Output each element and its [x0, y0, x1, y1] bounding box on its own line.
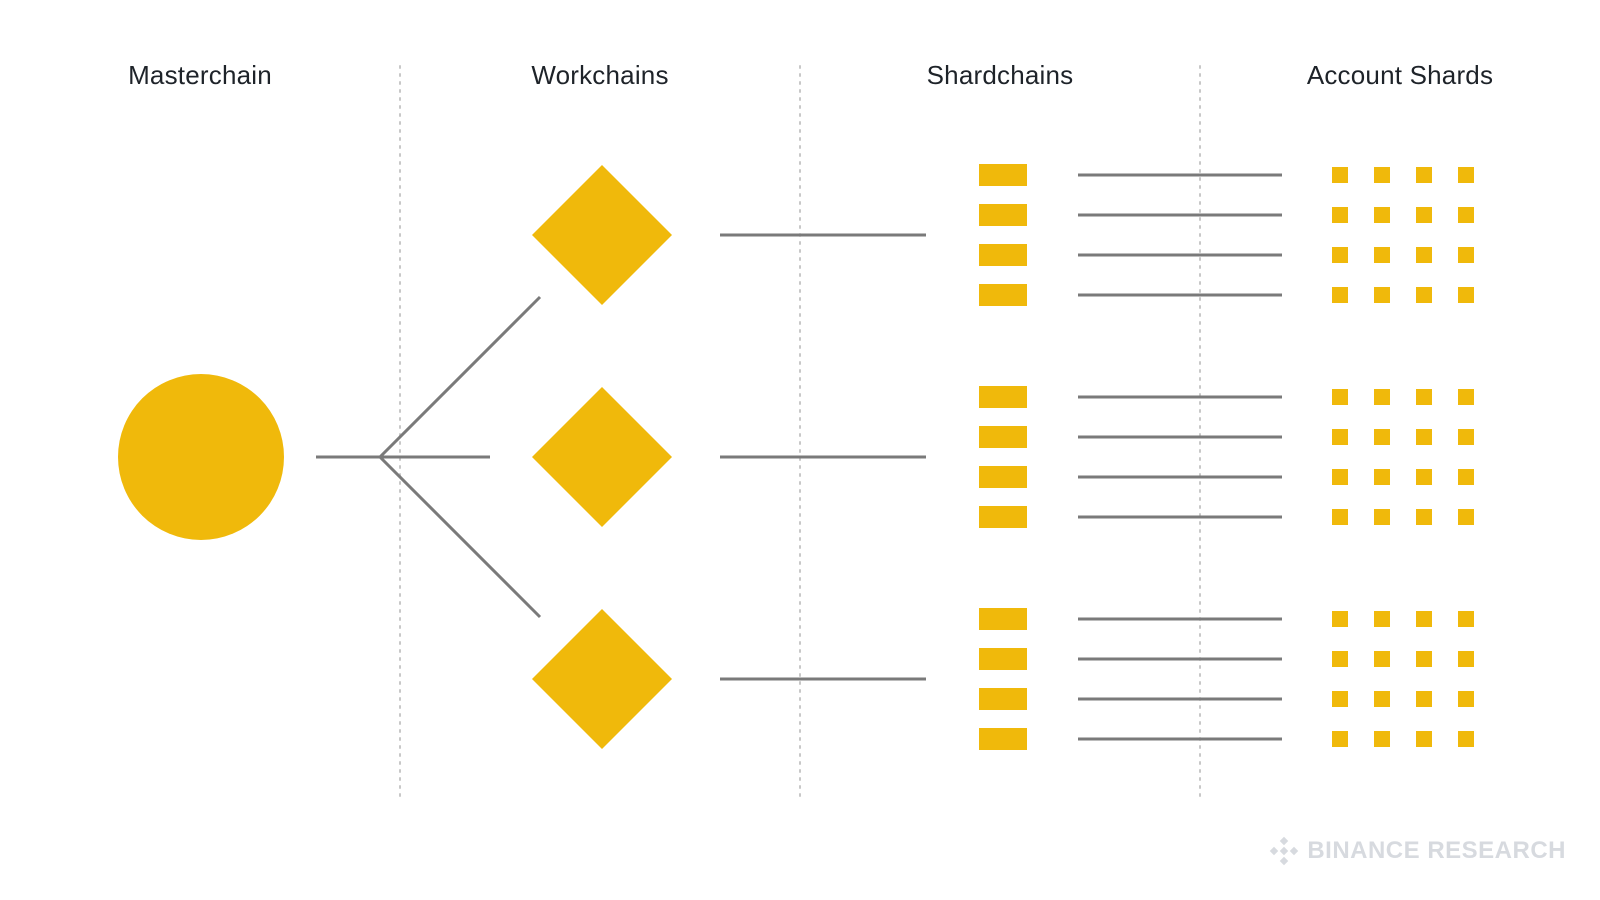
account-shard-node-2-1-4	[1458, 389, 1474, 405]
shardchain-node-1-2	[979, 204, 1027, 226]
account-shard-node-3-2-3	[1416, 651, 1432, 667]
connector-lines	[316, 173, 1282, 741]
account-shard-node-2-1-2	[1374, 389, 1390, 405]
account-shard-node-2-4-3	[1416, 509, 1432, 525]
account-shard-node-3-4-3	[1416, 731, 1432, 747]
account-shard-node-3-1-2	[1374, 611, 1390, 627]
shardchain-node-1-1	[979, 164, 1027, 186]
account-shard-node-2-1-1	[1332, 389, 1348, 405]
account-shard-node-1-1-3	[1416, 167, 1432, 183]
account-shard-node-3-2-2	[1374, 651, 1390, 667]
brand-watermark-text: BINANCE RESEARCH	[1307, 837, 1566, 864]
account-shard-node-1-1-4	[1458, 167, 1474, 183]
account-shard-node-1-4-4	[1458, 287, 1474, 303]
shardchain-node-1-3	[979, 244, 1027, 266]
account-shard-node-1-4-2	[1374, 287, 1390, 303]
account-shard-node-3-1-4	[1458, 611, 1474, 627]
workchain-node-1	[532, 165, 672, 305]
account-shard-node-1-4-1	[1332, 287, 1348, 303]
account-shard-node-2-2-3	[1416, 429, 1432, 445]
account-shard-node-1-2-3	[1416, 207, 1432, 223]
column-dividers	[399, 65, 1201, 797]
account-shard-node-2-4-4	[1458, 509, 1474, 525]
account-shard-node-3-4-1	[1332, 731, 1348, 747]
shardchain-node-2-3	[979, 466, 1027, 488]
workchain-node-2	[532, 387, 672, 527]
account-shard-node-2-4-1	[1332, 509, 1348, 525]
account-shard-node-3-1-3	[1416, 611, 1432, 627]
account-shard-node-1-4-3	[1416, 287, 1432, 303]
account-shard-node-3-3-4	[1458, 691, 1474, 707]
shardchain-node-2-1	[979, 386, 1027, 408]
account-shard-node-2-3-2	[1374, 469, 1390, 485]
chain-nodes	[118, 164, 1474, 750]
shardchain-node-1-4	[979, 284, 1027, 306]
shardchain-node-3-2	[979, 648, 1027, 670]
account-shard-node-1-2-1	[1332, 207, 1348, 223]
shardchain-node-2-4	[979, 506, 1027, 528]
account-shard-node-3-2-1	[1332, 651, 1348, 667]
shardchain-node-3-1	[979, 608, 1027, 630]
workchain-branch-line-1	[378, 295, 542, 459]
account-shard-node-2-2-4	[1458, 429, 1474, 445]
account-shard-node-1-3-3	[1416, 247, 1432, 263]
brand-watermark: BINANCE RESEARCH	[1269, 836, 1566, 866]
account-shard-node-2-3-1	[1332, 469, 1348, 485]
workchain-node-3	[532, 609, 672, 749]
account-shard-node-3-2-4	[1458, 651, 1474, 667]
column-title-shardchains: Shardchains	[926, 60, 1074, 90]
account-shard-node-2-4-2	[1374, 509, 1390, 525]
account-shard-node-3-4-2	[1374, 731, 1390, 747]
account-shard-node-2-1-3	[1416, 389, 1432, 405]
account-shard-node-3-3-1	[1332, 691, 1348, 707]
account-shard-node-2-2-2	[1374, 429, 1390, 445]
account-shard-node-3-3-2	[1374, 691, 1390, 707]
binance-logo-icon	[1270, 836, 1299, 866]
workchain-branch-line-3	[378, 455, 542, 619]
column-title-workchains: Workchains	[531, 60, 669, 90]
account-shard-node-1-3-2	[1374, 247, 1390, 263]
account-shard-node-1-1-2	[1374, 167, 1390, 183]
shardchain-node-2-2	[979, 426, 1027, 448]
account-shard-node-1-1-1	[1332, 167, 1348, 183]
account-shard-node-2-2-1	[1332, 429, 1348, 445]
column-title-masterchain: Masterchain	[128, 60, 272, 90]
account-shard-node-2-3-4	[1458, 469, 1474, 485]
account-shard-node-1-3-4	[1458, 247, 1474, 263]
account-shard-node-3-4-4	[1458, 731, 1474, 747]
column-title-account-shards: Account Shards	[1306, 60, 1494, 90]
account-shard-node-3-1-1	[1332, 611, 1348, 627]
account-shard-node-1-3-1	[1332, 247, 1348, 263]
account-shard-node-1-2-2	[1374, 207, 1390, 223]
shardchain-node-3-4	[979, 728, 1027, 750]
account-shard-node-2-3-3	[1416, 469, 1432, 485]
account-shard-node-1-2-4	[1458, 207, 1474, 223]
masterchain-node	[118, 374, 284, 540]
shardchain-node-3-3	[979, 688, 1027, 710]
account-shard-node-3-3-3	[1416, 691, 1432, 707]
